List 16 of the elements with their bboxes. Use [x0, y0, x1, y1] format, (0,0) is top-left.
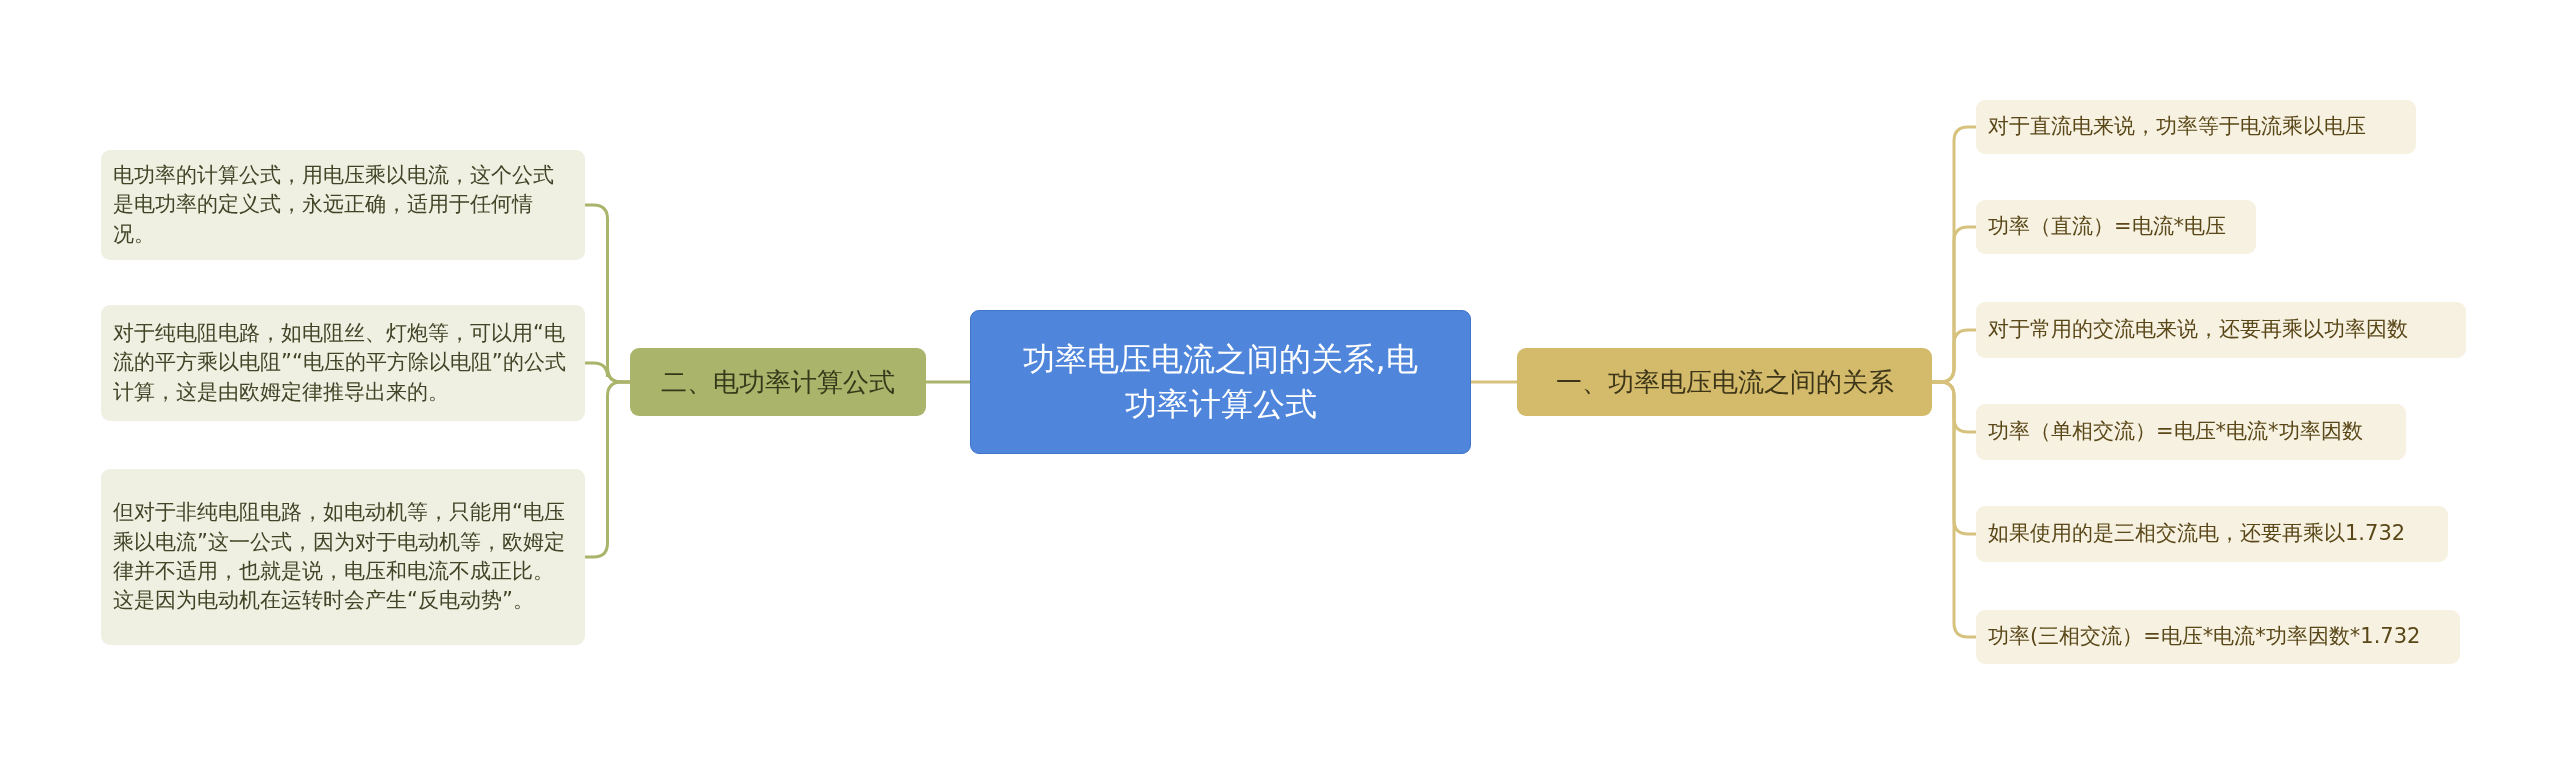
leaf-topic: 功率（单相交流）=电压*电流*功率因数: [1976, 404, 2406, 460]
branch-topic: 二、电功率计算公式: [630, 348, 926, 416]
connector-line: [585, 380, 630, 559]
leaf-topic: 如果使用的是三相交流电，还要再乘以1.732: [1976, 506, 2448, 562]
branch-topic: 一、功率电压电流之间的关系: [1517, 348, 1932, 416]
connector-line: [1471, 380, 1517, 384]
leaf-topic: 但对于非纯电阻电路，如电动机等，只能用“电压乘以电流”这一公式，因为对于电动机等，欧姆定律并不适用，也就是说，电压和电流不成正比。这是因为电动机在运转时会产生“反电动势”。: [101, 469, 585, 645]
leaf-topic: 对于常用的交流电来说，还要再乘以功率因数: [1976, 302, 2466, 358]
central-topic: 功率电压电流之间的关系,电功率计算公式: [970, 310, 1471, 454]
leaf-topic: 对于直流电来说，功率等于电流乘以电压: [1976, 100, 2416, 154]
connector-line: [1932, 380, 1976, 639]
leaf-topic: 对于纯电阻电路，如电阻丝、灯炮等，可以用“电流的平方乘以电阻”“电压的平方除以电阻”的公式计算，这是由欧姆定律推导出来的。: [101, 305, 585, 421]
leaf-topic: 功率(三相交流）=电压*电流*功率因数*1.732: [1976, 610, 2460, 664]
leaf-topic: 电功率的计算公式，用电压乘以电流，这个公式是电功率的定义式，永远正确，适用于任何情况。: [101, 150, 585, 260]
connector-line: [926, 380, 970, 384]
leaf-topic: 功率（直流）=电流*电压: [1976, 200, 2256, 254]
